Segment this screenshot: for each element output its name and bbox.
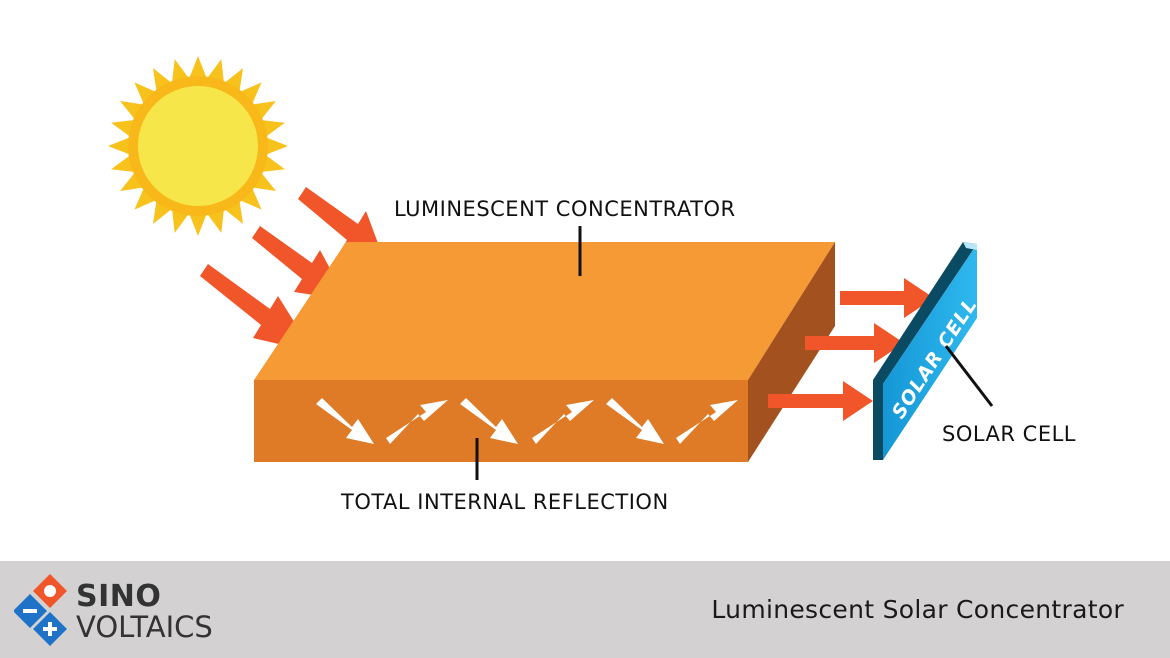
incoming-arrow <box>298 187 382 254</box>
internal-reflection-arrows <box>316 398 738 444</box>
footer-title: Luminescent Solar Concentrator <box>711 595 1124 624</box>
reflection-arrow <box>606 398 664 444</box>
outgoing-arrow <box>768 381 873 421</box>
pointer-lines <box>475 226 994 480</box>
reflection-arrow <box>316 398 374 444</box>
outgoing-arrow <box>805 323 904 363</box>
sun-icon <box>108 56 288 236</box>
slab-top-face <box>254 242 835 380</box>
reflection-arrow <box>460 398 518 444</box>
logo-mark-icon <box>14 574 67 646</box>
reflection-arrow <box>386 400 448 444</box>
outgoing-light-arrows <box>768 278 934 421</box>
pointer-solar-cell <box>944 345 994 407</box>
label-luminescent-concentrator: LUMINESCENT CONCENTRATOR <box>394 197 736 221</box>
footer-bar: SINO VOLTAICS Luminescent Solar Concentr… <box>0 561 1170 658</box>
label-solar-cell: SOLAR CELL <box>942 422 1076 446</box>
logo-text-sino: SINO <box>76 579 162 614</box>
luminescent-concentrator-slab <box>254 242 835 462</box>
lsc-diagram: SOLAR CELL LUMINESCENT CONCENTRATOR TOTA… <box>108 56 1076 514</box>
sinovoltaics-logo: SINO VOLTAICS <box>14 569 254 653</box>
incoming-arrow <box>200 264 313 352</box>
outgoing-arrow <box>840 278 934 318</box>
reflection-arrow <box>676 400 738 444</box>
label-total-internal-reflection: TOTAL INTERNAL REFLECTION <box>340 490 669 514</box>
reflection-arrow <box>532 400 594 444</box>
logo-text-voltaics: VOLTAICS <box>76 610 213 644</box>
